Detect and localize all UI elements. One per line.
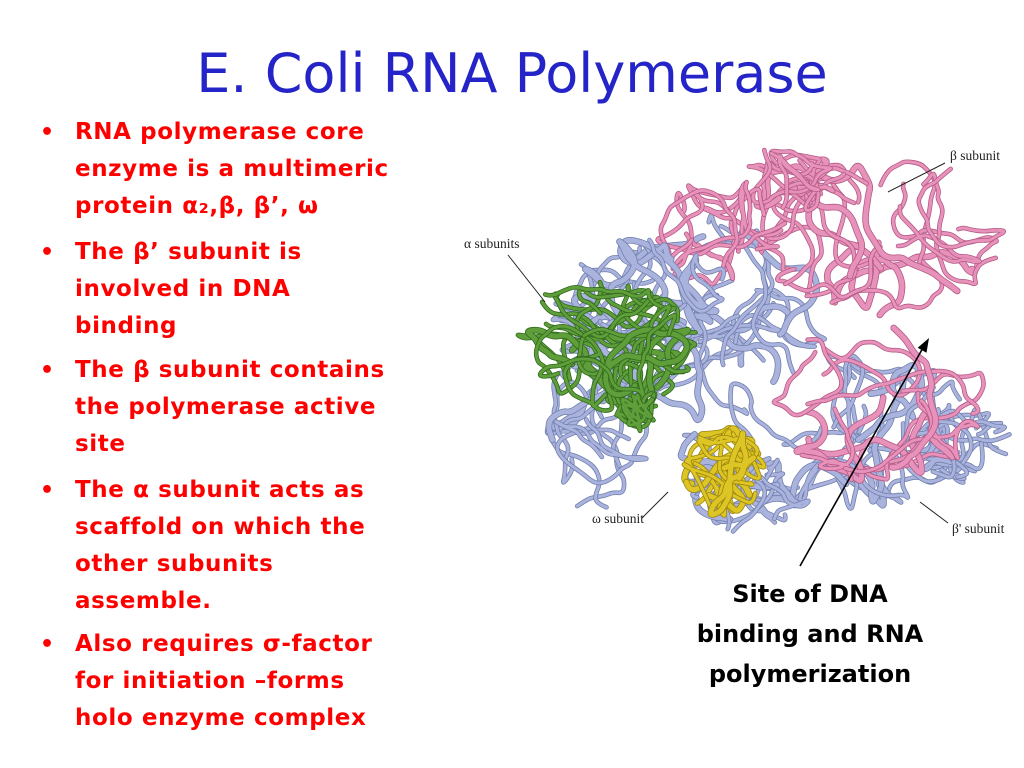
bullet-line: protein α₂,β, β’, ω bbox=[75, 193, 319, 219]
bullet-item: • RNA polymerase core enzyme is a multim… bbox=[0, 114, 455, 225]
ribbon-strand-lavender bbox=[707, 213, 774, 367]
caption-line: polymerization bbox=[708, 660, 912, 688]
omega-subunit-label: ω subunit bbox=[592, 511, 644, 526]
ribbon-strand-pink bbox=[891, 182, 999, 268]
ribbon-strand-pink bbox=[878, 159, 938, 268]
bullet-marker: • bbox=[40, 478, 55, 503]
protein-ribbon-model bbox=[515, 147, 1012, 534]
ribbon-strand-lavender bbox=[554, 417, 648, 462]
beta-leader-line bbox=[887, 162, 946, 193]
bullet-item: • The β subunit contains the polymerase … bbox=[0, 352, 455, 463]
alpha-leader-line bbox=[507, 254, 546, 303]
bullet-line: the polymerase active bbox=[75, 394, 377, 420]
ribbon-strand-pink bbox=[806, 369, 980, 415]
arrow-shaft bbox=[799, 345, 925, 567]
bullet-marker: • bbox=[40, 632, 55, 657]
figure-annotations: β subunit α subunits ω subunit β' subuni… bbox=[464, 148, 1005, 536]
bullet-marker: • bbox=[40, 358, 55, 383]
bullet-line: binding bbox=[75, 313, 178, 339]
ribbon-strand-lavender bbox=[647, 238, 726, 313]
bullet-line: The β subunit contains bbox=[75, 357, 385, 383]
ribbon-strand-pink bbox=[769, 151, 820, 210]
beta-subunit-label: β subunit bbox=[950, 148, 1000, 163]
bullet-line: assemble. bbox=[75, 588, 212, 614]
arrow-head bbox=[917, 338, 929, 353]
caption-line: Site of DNA bbox=[732, 580, 888, 608]
caption-line: binding and RNA bbox=[696, 620, 924, 648]
beta-prime-leader-line bbox=[919, 501, 949, 524]
ribbon-strand-green bbox=[620, 393, 654, 433]
figure-caption: Site of DNA binding and RNA polymerizati… bbox=[660, 574, 960, 694]
bullet-item: • Also requires σ-factor for initiation … bbox=[0, 626, 455, 737]
dna-site-arrow bbox=[799, 338, 929, 567]
bullet-marker: • bbox=[40, 240, 55, 265]
ribbon-strand-green bbox=[538, 313, 677, 402]
bullet-item: • The β’ subunit is involved in DNA bind… bbox=[0, 234, 455, 345]
ribbon-strand-green bbox=[575, 280, 697, 372]
bullet-line: other subunits bbox=[75, 551, 274, 577]
ribbon-strand-yellow bbox=[697, 435, 761, 480]
bullet-item: • The α subunit acts as scaffold on whic… bbox=[0, 472, 455, 620]
ribbon-strand-pink bbox=[671, 180, 752, 271]
bullet-line: involved in DNA bbox=[75, 276, 291, 302]
bullet-line: RNA polymerase core bbox=[75, 119, 365, 145]
bullet-line: The β’ subunit is bbox=[75, 239, 302, 265]
slide-title: E. Coli RNA Polymerase bbox=[196, 42, 828, 105]
alpha-subunits-label: α subunits bbox=[464, 236, 519, 251]
bullet-line: The α subunit acts as bbox=[75, 477, 365, 503]
beta-prime-subunit-label: β' subunit bbox=[952, 521, 1005, 536]
omega-leader-line bbox=[641, 491, 669, 519]
bullet-line: Also requires σ-factor bbox=[75, 631, 373, 657]
ribbon-strand-lavender bbox=[850, 368, 909, 504]
bullet-line: scaffold on which the bbox=[75, 514, 366, 540]
ribbon-strand-green bbox=[603, 327, 690, 398]
bullet-line: enzyme is a multimeric bbox=[75, 156, 389, 182]
ribbon-strand-pink bbox=[786, 181, 884, 271]
bullet-line: site bbox=[75, 431, 126, 457]
ribbon-strand-pink bbox=[917, 167, 1006, 249]
ribbon-strand-pink bbox=[800, 407, 855, 482]
ribbon-strand-pink bbox=[896, 204, 982, 264]
ribbon-strand-green bbox=[543, 285, 676, 376]
ribbon-strand-green bbox=[621, 284, 680, 375]
ribbon-strand-green bbox=[534, 324, 617, 405]
ribbon-strand-pink bbox=[772, 337, 844, 417]
bullet-line: for initiation –forms bbox=[75, 668, 345, 694]
bullet-line: holo enzyme complex bbox=[75, 705, 367, 731]
ribbon-strand-green bbox=[563, 356, 614, 413]
ribbon-strand-pink bbox=[889, 325, 939, 470]
ribbon-strand-yellow bbox=[708, 431, 756, 517]
bullet-marker: • bbox=[40, 120, 55, 145]
